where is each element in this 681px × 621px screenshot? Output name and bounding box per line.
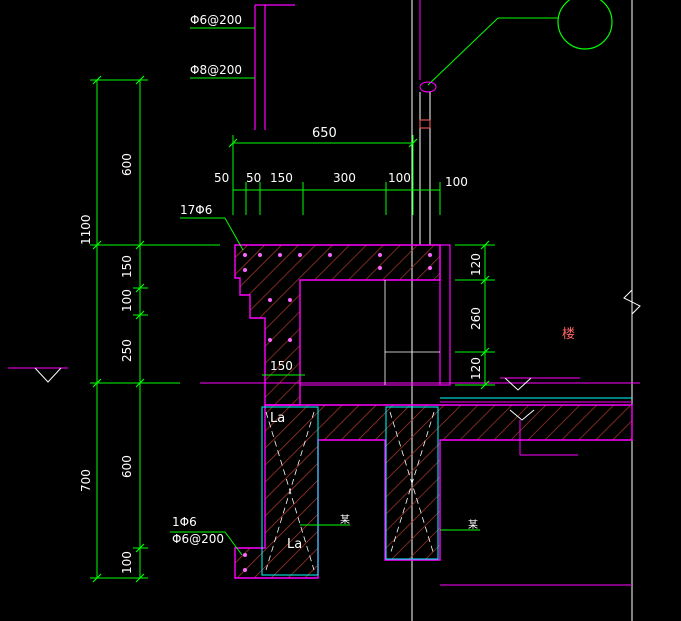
dim-d6: 100	[445, 175, 468, 189]
railing-post	[419, 92, 431, 245]
label-beam-2: 某	[468, 519, 478, 531]
annotation-text: Φ6@200 Φ8@200 17Φ6 1Φ6 Φ6@200 La La 某 某 …	[79, 13, 575, 574]
label-bar-1: 1Φ6	[172, 515, 197, 529]
label-bar-top2: Φ8@200	[190, 63, 242, 77]
dim-total-lower: 700	[79, 469, 93, 492]
dim-d5: 100	[388, 171, 411, 185]
top-rebars	[254, 4, 295, 130]
callout-circle	[419, 0, 613, 93]
dim-total-upper: 1100	[79, 214, 93, 245]
dimension-lines	[90, 27, 495, 579]
dim-v600b: 600	[120, 455, 134, 478]
dim-r120a: 120	[469, 253, 483, 276]
label-la-bottom: La	[287, 537, 302, 552]
dim-v100: 100	[120, 289, 134, 312]
dim-overall: 650	[312, 126, 337, 141]
beam-rebars	[261, 397, 632, 576]
label-room: 楼	[562, 327, 575, 342]
label-la-top: La	[270, 411, 285, 426]
break-symbol	[623, 289, 641, 315]
dim-r260: 260	[469, 307, 483, 330]
label-bar-top1: Φ6@200	[190, 13, 242, 27]
rebar-dots	[243, 253, 432, 572]
dim-r120b: 120	[469, 357, 483, 380]
dim-v150: 150	[120, 255, 134, 278]
dim-v600a: 600	[120, 153, 134, 176]
dim-v100b: 100	[120, 551, 134, 574]
label-beam-1: 某	[340, 514, 350, 526]
concrete-section	[234, 244, 633, 579]
level-markers	[8, 367, 580, 456]
dim-w150: 150	[270, 359, 293, 373]
dim-d4: 300	[333, 171, 356, 185]
dimension-ticks	[92, 75, 490, 583]
label-bar-bottom: Φ6@200	[172, 532, 224, 546]
dim-d1: 50	[214, 171, 229, 185]
dim-d3: 150	[270, 171, 293, 185]
dim-v250: 250	[120, 339, 134, 362]
label-bar-17: 17Φ6	[180, 203, 212, 217]
dim-d2: 50	[246, 171, 261, 185]
